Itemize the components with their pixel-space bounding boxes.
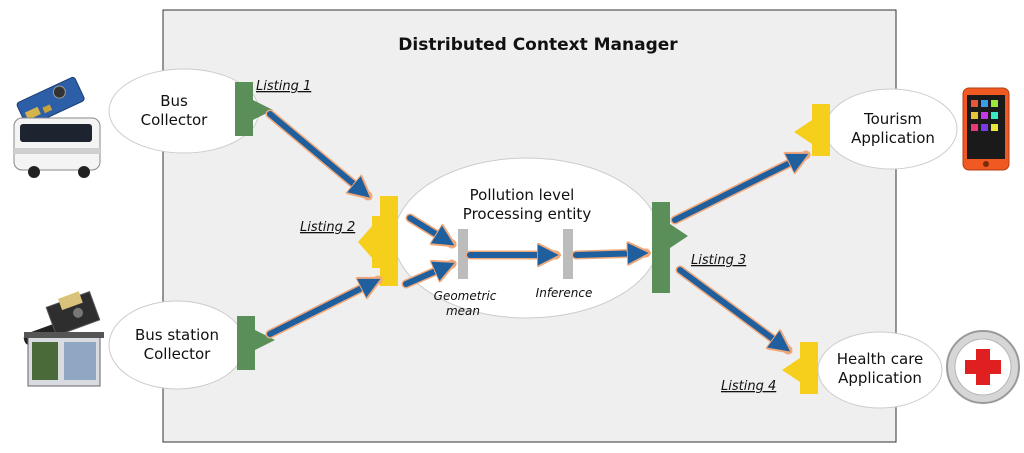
health-label-2: Application bbox=[838, 369, 922, 387]
diagram-title: Distributed Context Manager bbox=[398, 35, 678, 55]
processing-entity-label-1: Pollution level bbox=[470, 186, 575, 204]
station-output-port bbox=[237, 316, 275, 370]
health-input-port bbox=[782, 342, 818, 394]
smartphone-icon bbox=[962, 87, 1010, 171]
tourism-label-2: Application bbox=[851, 129, 935, 147]
listing-1-label: Listing 1 bbox=[256, 79, 311, 94]
bus-output-port bbox=[235, 82, 273, 136]
bus-station-with-sensor-icon bbox=[23, 290, 104, 387]
listing-2-label: Listing 2 bbox=[300, 220, 355, 235]
bus-collector-label-2: Collector bbox=[141, 111, 209, 129]
geometric-label-2: mean bbox=[446, 304, 480, 318]
processing-output-port bbox=[652, 202, 688, 293]
geometric-mean-step bbox=[458, 229, 468, 279]
inference-label: Inference bbox=[536, 286, 593, 300]
geometric-label-1: Geometric bbox=[434, 289, 497, 303]
health-label-1: Health care bbox=[837, 350, 924, 368]
tourism-label-1: Tourism bbox=[863, 110, 922, 128]
processing-entity-label-2: Processing entity bbox=[463, 205, 592, 223]
bus-station-label-1: Bus station bbox=[135, 326, 219, 344]
bus-collector-label-1: Bus bbox=[160, 92, 188, 110]
listing-3-label: Listing 3 bbox=[691, 253, 746, 268]
bus-station-label-2: Collector bbox=[144, 345, 212, 363]
processing-input-port bbox=[358, 196, 398, 286]
red-cross-icon bbox=[946, 330, 1020, 404]
arrows bbox=[265, 109, 806, 355]
bus-with-sensor-icon bbox=[13, 76, 101, 178]
tourism-input-port bbox=[794, 104, 830, 156]
listing-4-label: Listing 4 bbox=[721, 379, 776, 394]
inference-step bbox=[563, 229, 573, 279]
